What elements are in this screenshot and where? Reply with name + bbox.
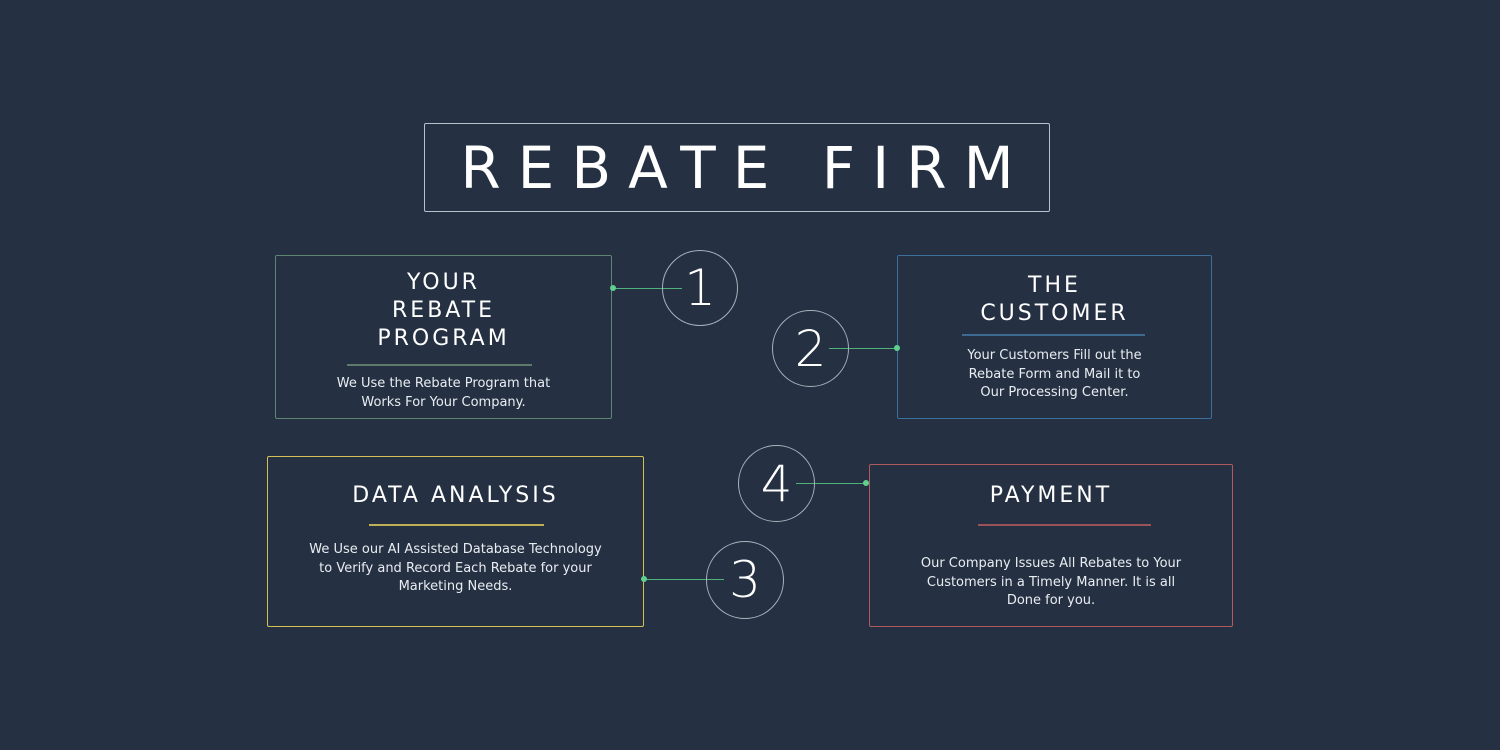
step-title: YOUR REBATE PROGRAM bbox=[377, 270, 510, 351]
connector-line bbox=[796, 483, 867, 484]
connector-dot bbox=[610, 285, 616, 291]
connector-dot bbox=[641, 576, 647, 582]
step-description: We Use the Rebate Program that Works For… bbox=[336, 376, 551, 410]
connector-dot bbox=[863, 480, 869, 486]
step-description: Our Company Issues All Rebates to Your C… bbox=[920, 556, 1182, 608]
step-card-customer: THE CUSTOMER Your Customers Fill out the… bbox=[897, 255, 1212, 419]
step-title: PAYMENT bbox=[989, 483, 1113, 508]
title-divider bbox=[369, 524, 544, 526]
step-description: Your Customers Fill out the Rebate Form … bbox=[967, 348, 1142, 400]
step-card-payment: PAYMENT Our Company Issues All Rebates t… bbox=[869, 464, 1233, 627]
title-divider bbox=[978, 524, 1151, 526]
connector-dot bbox=[894, 345, 900, 351]
connector-line bbox=[613, 288, 682, 289]
title-divider bbox=[347, 364, 532, 366]
page-title: REBATE FIRM bbox=[460, 133, 1031, 202]
connector-line bbox=[644, 579, 724, 580]
step-title: DATA ANALYSIS bbox=[352, 483, 559, 508]
title-divider bbox=[962, 334, 1145, 336]
step-number-circle: 3 bbox=[706, 541, 784, 619]
step-title: THE CUSTOMER bbox=[980, 273, 1129, 326]
step-number-circle: 4 bbox=[738, 445, 815, 522]
title-box: REBATE FIRM bbox=[424, 123, 1050, 212]
step-number-circle: 1 bbox=[662, 250, 738, 326]
step-description: We Use our AI Assisted Database Technolo… bbox=[309, 542, 602, 594]
step-card-rebate-program: YOUR REBATE PROGRAM We Use the Rebate Pr… bbox=[275, 255, 612, 419]
step-number-circle: 2 bbox=[772, 310, 849, 387]
connector-line bbox=[829, 348, 897, 349]
step-card-data-analysis: DATA ANALYSIS We Use our AI Assisted Dat… bbox=[267, 456, 644, 627]
